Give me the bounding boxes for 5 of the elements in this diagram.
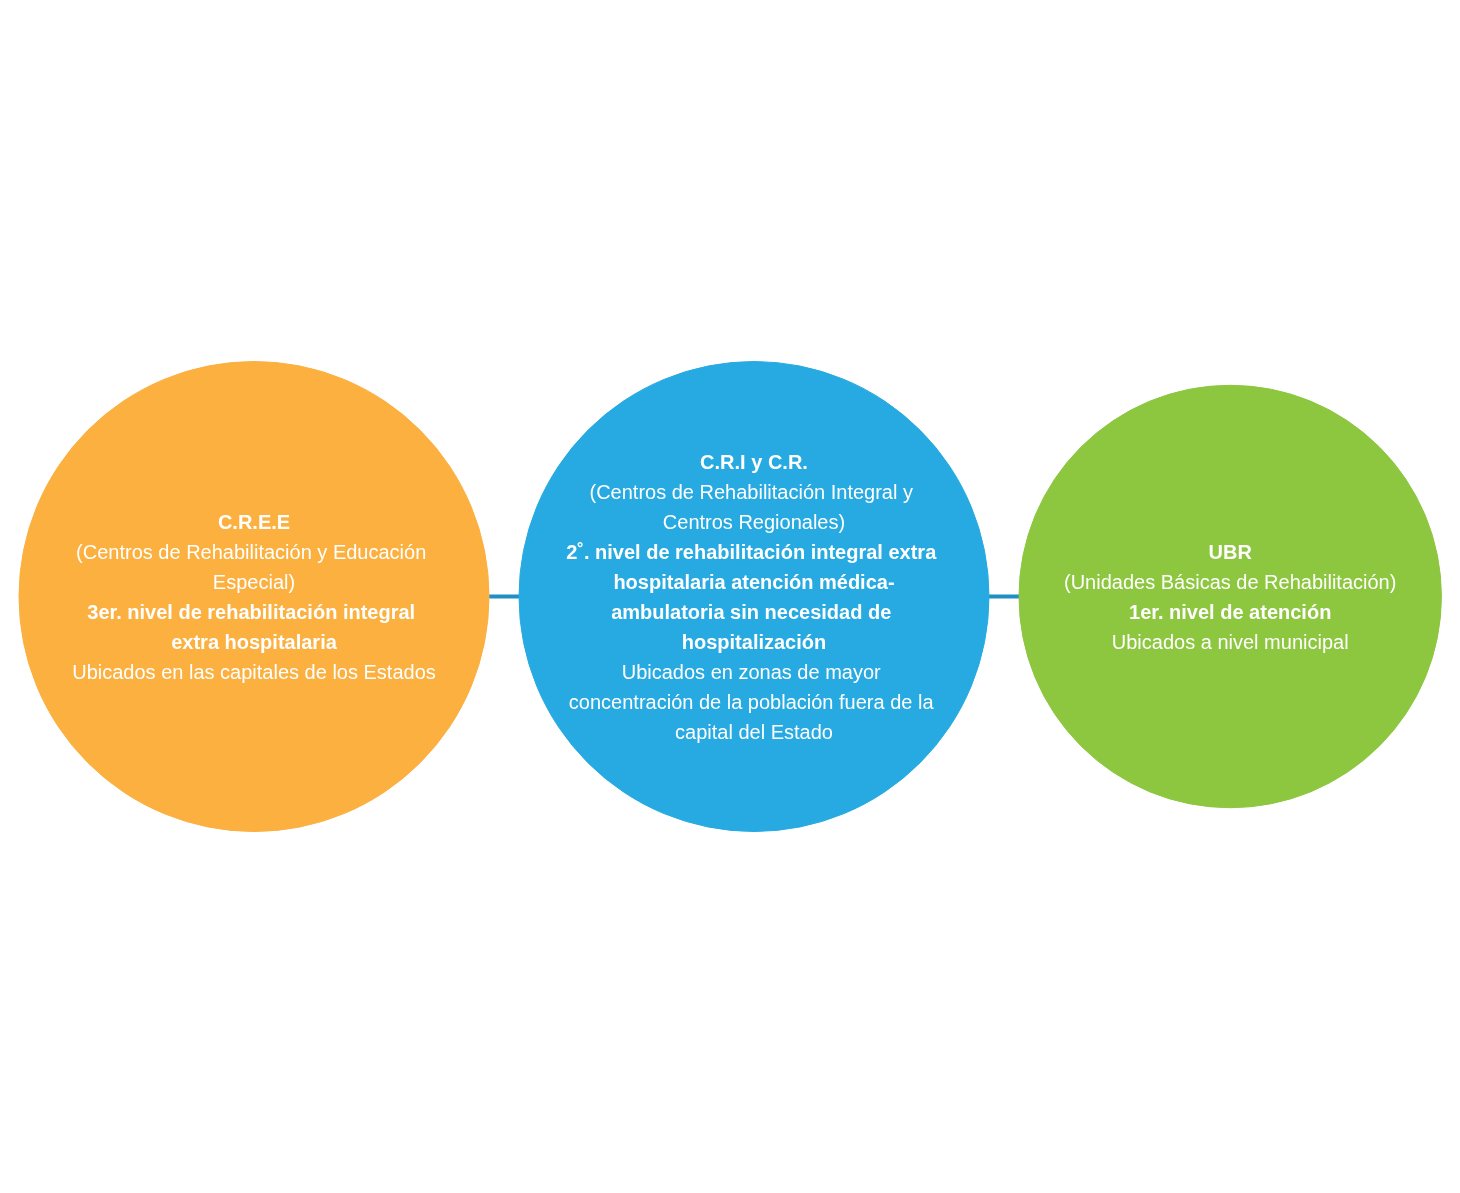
- node-circle: UBR (Unidades Básicas de Rehabilitación) 1er. nivel de atención Ubicados a nivel municipal: [1018, 384, 1442, 809]
- connector: [488, 594, 519, 599]
- node-circle: C.R.I y C.R. (Centros de Rehabilitación Integral y Centros Regionales) 2˚. nivel de rehabilitación integral extra hospitalaria atención médica-ambulatoria sin necesidad de hospitalización Ubicados en zonas de mayor concentración de la población fuera de la capital del Estado: [518, 361, 990, 832]
- connector: [988, 594, 1019, 599]
- node-circle: C.R.E.E (Centros de Rehabilitación y Educación Especial) 3er. nivel de rehabilitación integral extra hospitalaria Ubicados en las capitales de los Estados: [18, 361, 490, 832]
